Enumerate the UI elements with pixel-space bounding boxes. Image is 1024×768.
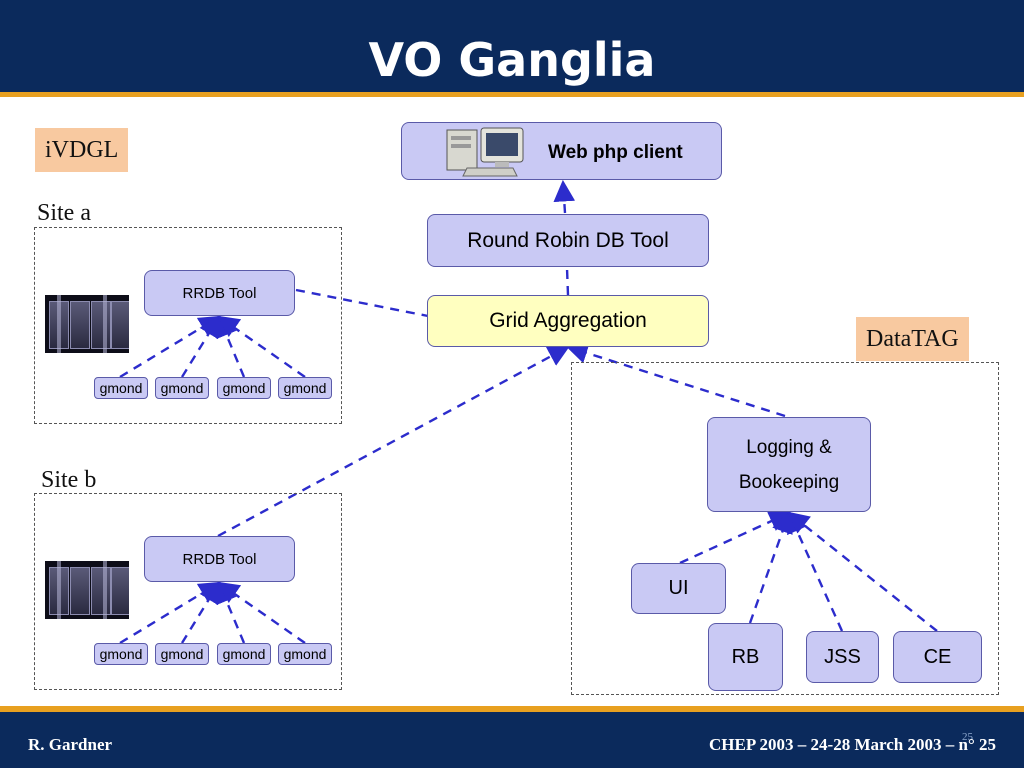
server-rack-icon bbox=[45, 295, 129, 353]
site-a-label: Site a bbox=[37, 200, 91, 226]
edge-gmond-b4 bbox=[217, 581, 306, 644]
ui-node: UI bbox=[631, 563, 726, 614]
edge-gmond-a2 bbox=[180, 315, 221, 378]
footer-conference: CHEP 2003 – 24-28 March 2003 – n° 25 bbox=[709, 735, 996, 754]
site-a-gmond-1: gmond bbox=[94, 377, 148, 399]
edge-roundrobin-to-webclient bbox=[553, 179, 576, 214]
site-a-gmond-2: gmond bbox=[155, 377, 209, 399]
edge-rb-to-logging bbox=[748, 510, 793, 624]
computer-icon bbox=[446, 127, 524, 177]
site-a-rrdb-tool: RRDB Tool bbox=[144, 270, 295, 316]
edge-site-a-to-grid bbox=[295, 288, 429, 318]
datatag-tag: DataTAG bbox=[856, 317, 969, 361]
edge-jss-to-logging bbox=[787, 511, 844, 632]
server-rack-icon bbox=[45, 561, 129, 619]
edge-gmond-a4 bbox=[217, 315, 306, 378]
site-a-gmond-3: gmond bbox=[217, 377, 271, 399]
slide-header bbox=[0, 0, 1024, 92]
site-b-gmond-3: gmond bbox=[217, 643, 271, 665]
jss-node: JSS bbox=[806, 631, 879, 683]
site-b-box bbox=[34, 493, 342, 690]
slide-title: VO Ganglia bbox=[368, 33, 656, 87]
footer-slide-number-small: 25 bbox=[962, 731, 973, 743]
slide-footer bbox=[0, 712, 1024, 768]
site-a-gmond-4: gmond bbox=[278, 377, 332, 399]
round-robin-db-tool: Round Robin DB Tool bbox=[427, 214, 709, 267]
web-php-client-label: Web php client bbox=[548, 142, 683, 163]
site-b-rrdb-tool: RRDB Tool bbox=[144, 536, 295, 582]
site-a-box bbox=[34, 227, 342, 424]
logging-label-line2: Bookeeping bbox=[738, 471, 840, 493]
rb-node: RB bbox=[708, 623, 783, 691]
footer-author: R. Gardner bbox=[28, 735, 113, 754]
edge-logging-to-grid bbox=[565, 342, 786, 418]
site-b-gmond-4: gmond bbox=[278, 643, 332, 665]
footer-accent-line bbox=[0, 706, 1024, 712]
ivdgl-tag: iVDGL bbox=[35, 128, 129, 172]
grid-aggregation: Grid Aggregation bbox=[427, 295, 709, 347]
ce-node: CE bbox=[893, 631, 982, 683]
edge-ui-to-logging bbox=[679, 511, 791, 565]
edge-site-b-to-grid bbox=[217, 345, 570, 538]
site-b-gmond-2: gmond bbox=[155, 643, 209, 665]
header-accent-line bbox=[0, 92, 1024, 97]
logging-label-line1: Logging & bbox=[746, 436, 832, 458]
logging-bookeeping-node: Logging & Bookeeping bbox=[707, 417, 871, 512]
site-b-gmond-1: gmond bbox=[94, 643, 148, 665]
datatag-box bbox=[571, 362, 999, 695]
site-b-label: Site b bbox=[41, 467, 97, 493]
edge-grid-to-roundrobin bbox=[565, 267, 570, 296]
edge-gmond-b2 bbox=[180, 581, 221, 644]
